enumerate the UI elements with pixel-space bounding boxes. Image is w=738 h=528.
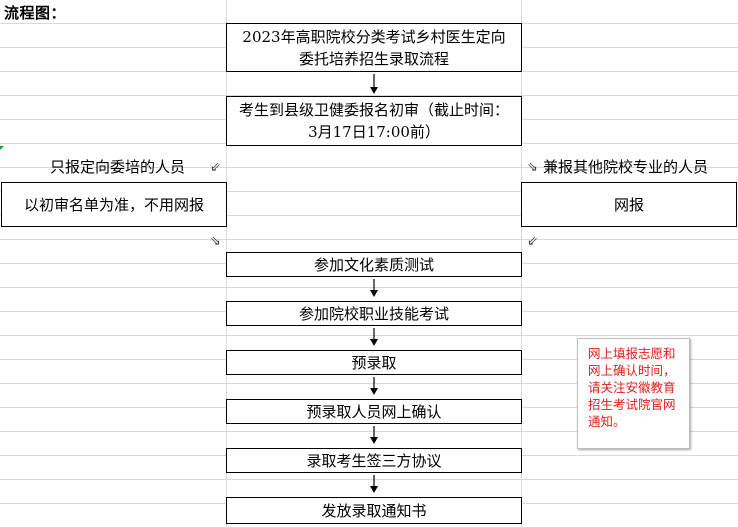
step-text: 考生到县级卫健委报名初审（截止时间：3月17日17:00前） bbox=[238, 101, 509, 141]
step-text: 参加文化素质测试 bbox=[313, 255, 434, 274]
branch-text: 以初审名单为准，不用网报 bbox=[23, 195, 204, 214]
step-text: 发放录取通知书 bbox=[321, 501, 427, 520]
note-textbox: 网上填报志愿和 网上确认时间， 请关注安徽教育 招生考试院官网 通知。 bbox=[577, 338, 690, 449]
step-box-title: 2023年高职院校分类考试乡村医生定向委托培养招生录取流程 bbox=[226, 23, 522, 72]
diagonal-arrow-icon: ⇙ bbox=[527, 234, 538, 249]
note-line: 通知。 bbox=[588, 414, 626, 429]
arrow-down-icon bbox=[370, 279, 378, 297]
arrow-down-icon bbox=[370, 328, 378, 346]
branch-label-right: 兼报其他院校专业的人员 bbox=[543, 158, 709, 176]
arrow-down-icon bbox=[370, 377, 378, 395]
diagonal-arrow-icon: ⇙ bbox=[210, 160, 221, 175]
branch-box-left: 以初审名单为准，不用网报 bbox=[1, 182, 227, 227]
step-text: 录取考生签三方协议 bbox=[306, 451, 442, 470]
branch-label-left: 只报定向委培的人员 bbox=[50, 158, 186, 176]
arrow-down-icon bbox=[370, 475, 378, 493]
step-box-culture-test: 参加文化素质测试 bbox=[226, 252, 522, 277]
step-box-skill-exam: 参加院校职业技能考试 bbox=[226, 301, 522, 326]
note-line: 请关注安徽教育 bbox=[588, 380, 676, 395]
cell-comment-marker bbox=[0, 146, 4, 150]
note-line: 网上确认时间， bbox=[588, 363, 676, 378]
diagonal-arrow-icon: ⇘ bbox=[210, 234, 221, 249]
step-text: 参加院校职业技能考试 bbox=[298, 304, 449, 323]
step-text: 预录取 bbox=[351, 353, 397, 372]
arrow-down-icon bbox=[370, 74, 378, 94]
diagonal-arrow-icon: ⇘ bbox=[527, 160, 538, 175]
branch-text: 网报 bbox=[613, 195, 644, 214]
step-box-notice: 发放录取通知书 bbox=[226, 497, 522, 524]
note-line: 网上填报志愿和 bbox=[588, 346, 676, 361]
step-box-sign-agreement: 录取考生签三方协议 bbox=[226, 448, 522, 473]
step-text: 2023年高职院校分类考试乡村医生定向委托培养招生录取流程 bbox=[242, 27, 506, 68]
step-box-pre-admission: 预录取 bbox=[226, 350, 522, 375]
branch-box-right: 网报 bbox=[521, 182, 737, 227]
page-title: 流程图： bbox=[4, 4, 67, 22]
note-line: 招生考试院官网 bbox=[588, 397, 676, 412]
step-box-register: 考生到县级卫健委报名初审（截止时间：3月17日17:00前） bbox=[226, 96, 522, 146]
arrow-down-icon bbox=[370, 426, 378, 444]
step-box-online-confirm: 预录取人员网上确认 bbox=[226, 399, 522, 424]
step-text: 预录取人员网上确认 bbox=[306, 402, 442, 421]
